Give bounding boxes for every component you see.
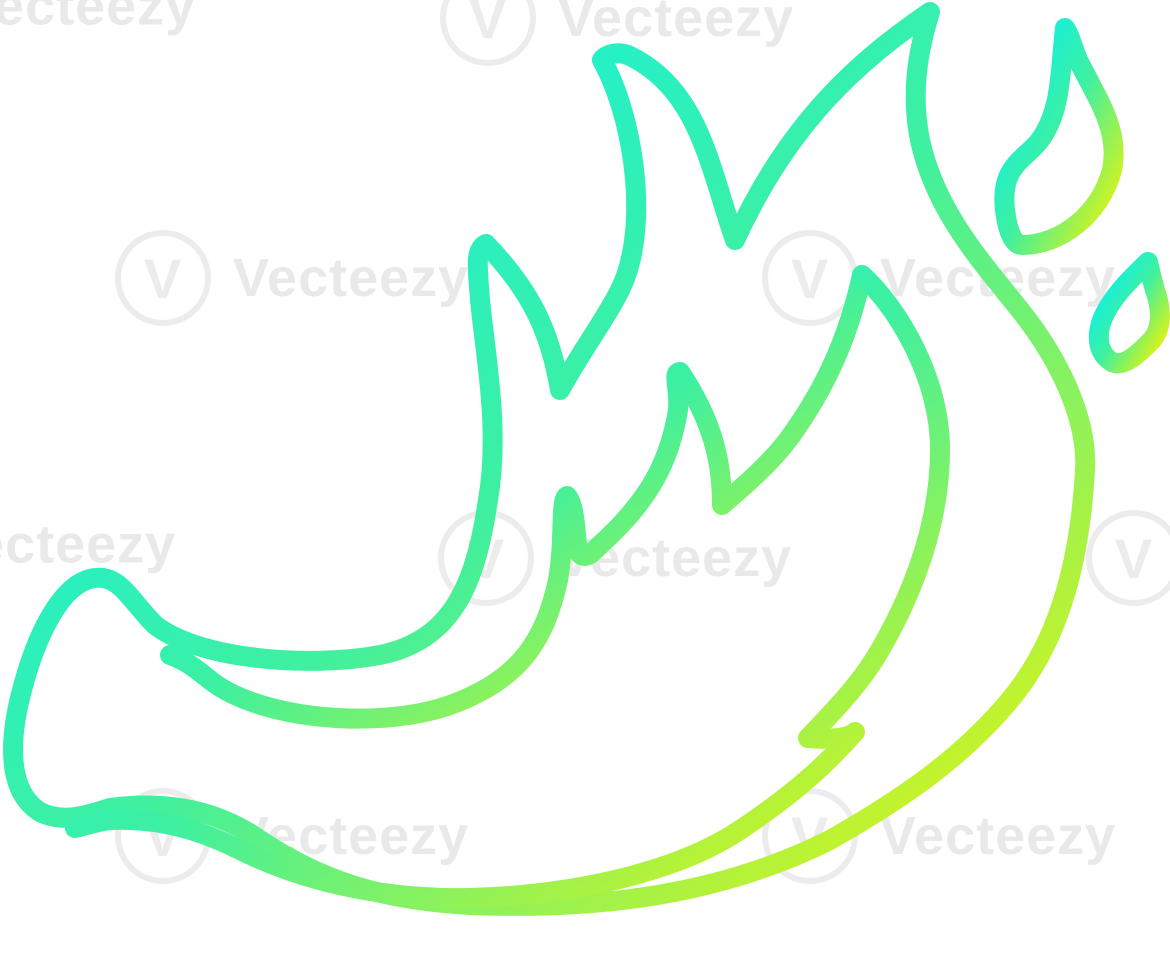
flame-inner-right-edge <box>65 265 950 909</box>
watermark: Vecteezy <box>0 510 176 576</box>
watermark <box>1086 510 1170 606</box>
vecteezy-logo-icon <box>1086 510 1170 606</box>
watermark-text: Vecteezy <box>880 806 1117 866</box>
watermark-text: Vecteezy <box>558 0 795 48</box>
watermark-text: Vecteezy <box>233 248 470 308</box>
flame-outer-outline <box>3 2 1096 916</box>
watermark: Vecteezy <box>440 0 794 66</box>
vecteezy-logo-icon <box>115 230 211 326</box>
watermark-text: Vecteezy <box>0 514 177 575</box>
watermark-text: Vecteezy <box>0 0 197 37</box>
flame-droplet-small <box>1088 252 1170 374</box>
watermark: Vecteezy <box>115 788 469 884</box>
watermark: Vecteezy <box>0 0 196 38</box>
flame-droplet-large <box>994 18 1124 255</box>
vecteezy-logo-icon <box>440 0 536 66</box>
flame-inner-contour <box>160 265 872 729</box>
watermark: Vecteezy <box>115 230 469 326</box>
